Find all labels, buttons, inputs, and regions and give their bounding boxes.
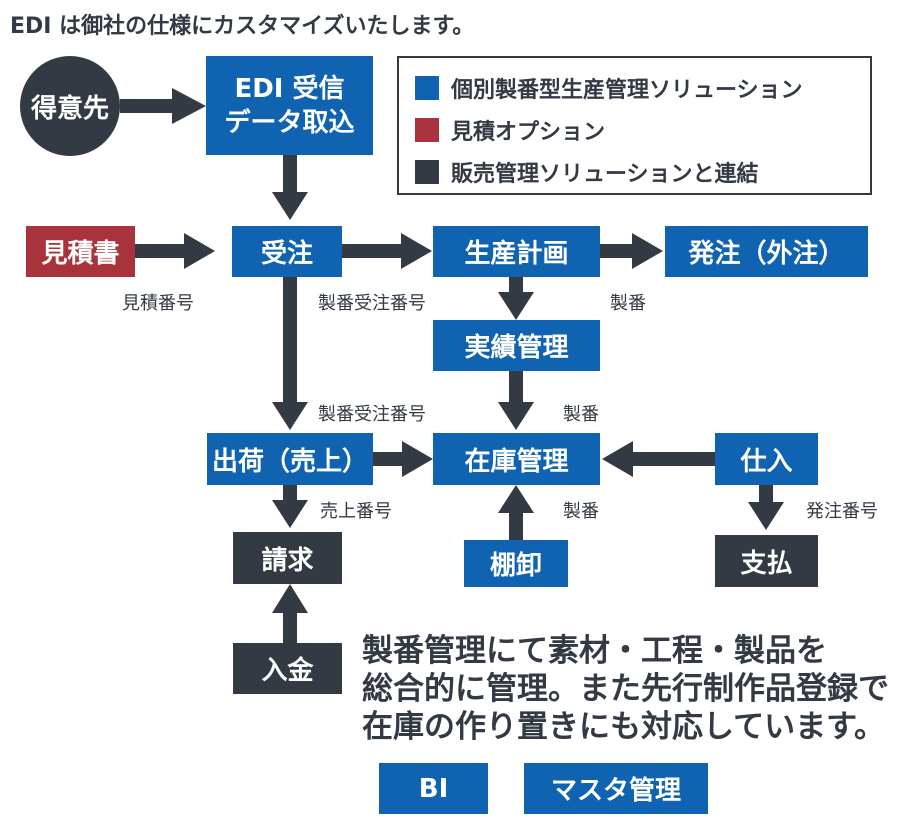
legend-label: 見積オプション [451,120,606,145]
legend: 個別製番型生産管理ソリューション 見積オプション 販売管理ソリューションと連結 [397,56,872,195]
arrow-ship-inv-head [402,441,433,477]
arrow-recv-inv [630,452,715,466]
node-order: 受注 [232,226,342,277]
arrow-stock-inv [509,510,523,540]
node-bi: BI [379,763,488,814]
arrow-order-plan-head [401,233,432,269]
label-order-no-2: 製番受注番号 [318,404,426,425]
node-edi-line1: EDI 受信 [234,73,345,104]
arrow-order-ship-head [272,402,308,430]
node-edi-receive: EDI 受信 データ取込 [206,56,373,155]
arrow-recv-pay [759,485,773,505]
arrow-ship-inv [373,452,405,466]
arrow-actual-inv [509,371,523,406]
note-line: 製番管理にて素材・工程・製品を [362,633,827,669]
arrow-plan-actual [509,277,523,295]
node-stocktaking: 棚卸 [464,540,568,587]
arrow-deposit-bill-head [272,584,308,613]
arrow-deposit-bill [283,610,297,645]
node-master: マスタ管理 [524,763,708,814]
note-line: 総合的に管理。また先行制作品登録で [362,671,889,707]
node-purchase-order: 発注（外注） [665,226,868,277]
node-production-plan: 生産計画 [433,226,600,277]
label-quote-no: 見積番号 [122,293,194,314]
arrow-plan-po [600,244,635,258]
legend-item-sales: 販売管理ソリューションと連結 [415,156,759,188]
legend-item-seiban: 個別製番型生産管理ソリューション [415,72,803,104]
legend-label: 販売管理ソリューションと連結 [451,162,759,187]
arrow-edi-order [283,155,297,195]
arrow-plan-po-head [632,233,663,269]
arrow-plan-actual-head [498,292,534,320]
arrow-customer-edi-head [172,88,206,124]
legend-swatch-blue [415,76,439,100]
label-seiban-3: 製番 [563,501,599,522]
legend-item-quote: 見積オプション [415,114,605,146]
node-billing: 請求 [233,532,342,584]
node-customer: 得意先 [20,56,120,156]
node-deposit: 入金 [233,643,342,694]
node-inventory: 在庫管理 [433,433,600,485]
node-shipment: 出荷（売上） [207,433,373,485]
page-title: EDI は御社の仕様にカスタマイズいたします。 [10,14,475,39]
arrow-quote-order-head [184,233,215,269]
arrow-customer-edi [120,99,178,113]
label-seiban-1: 製番 [610,293,646,314]
label-order-no-1: 製番受注番号 [318,293,426,314]
legend-swatch-dark [415,160,439,184]
label-po-no: 発注番号 [806,501,878,522]
node-edi-line2: データ取込 [224,107,355,138]
arrow-order-plan [342,244,404,258]
arrow-quote-order [135,244,187,258]
arrow-ship-bill [283,485,297,503]
note-line: 在庫の作り置きにも対応しています。 [362,709,885,745]
legend-label: 個別製番型生産管理ソリューション [451,78,803,103]
label-seiban-2: 製番 [563,404,599,425]
node-receiving: 仕入 [715,433,818,485]
legend-swatch-red [415,118,439,142]
arrow-recv-pay-head [748,502,784,530]
arrow-edi-order-head [272,192,308,220]
node-actual-management: 実績管理 [433,320,600,371]
node-payment: 支払 [715,535,818,587]
arrow-actual-inv-head [498,402,534,430]
node-quote: 見積書 [26,226,135,277]
arrow-order-ship [283,277,297,405]
arrow-recv-inv-head [602,441,633,477]
arrow-ship-bill-head [272,500,308,528]
label-sales-no: 売上番号 [320,501,392,522]
description-note: 製番管理にて素材・工程・製品を 総合的に管理。また先行制作品登録で 在庫の作り置… [362,632,889,746]
arrow-stock-inv-head [498,485,534,513]
